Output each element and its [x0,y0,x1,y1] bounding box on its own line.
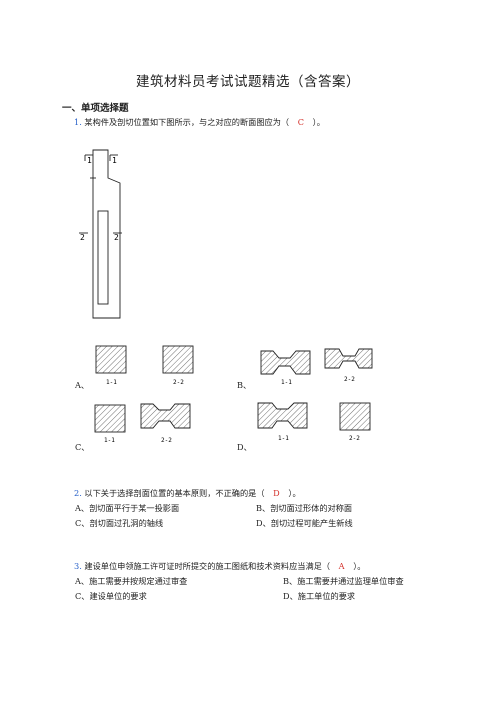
section-heading: 一、单项选择题 [62,103,129,114]
optC-label-2-2: 2-2 [161,437,172,444]
q3-option-d: D、施工单位的要求 [283,591,356,601]
cut-label-2-left: 2 [80,233,85,242]
answer-mark: C [297,117,304,127]
optB-label-2-2: 2-2 [344,376,355,383]
answer-mark: A [338,561,345,571]
optD-label-2-2: 2-2 [349,435,360,442]
optC-label-1-1: 1-1 [104,437,115,444]
q3-option-c: C、建设单位的要求 [75,591,147,601]
q1-option-a: A、 [75,380,90,390]
optB-section-1-1 [260,350,311,375]
optC-section-2-2 [140,403,191,429]
question-1: 1. 某构件及剖切位置如下图所示，与之对应的断面图应为（ C ）。 [74,116,325,128]
cut-label-2-right: 2 [114,233,119,242]
q3-option-a: A、施工需要并按规定通过审查 [75,576,188,586]
optD-label-1-1: 1-1 [278,435,289,442]
cut-markers [79,154,122,234]
optC-section-1-1 [94,404,126,433]
question-stem: 以下关于选择剖面位置的基本原则，不正确的是（ [84,488,265,498]
q3-option-b: B、施工需要并通过监理单位审查 [283,576,404,586]
q2-option-b: B、剖切面过形体的对称面 [256,503,353,513]
question-stem: 某构件及剖切位置如下图所示，与之对应的断面图应为（ [84,117,290,127]
question-3: 3. 建设单位申领施工许可证时所提交的施工图纸和技术资料应当满足（ A ）。 [74,560,365,572]
member-elevation [90,149,121,319]
answer-mark: D [273,488,280,498]
optB-section-2-2 [324,348,373,369]
question-stem-end: ）。 [288,488,301,498]
q2-option-d: D、剖切过程可能产生新线 [256,518,353,528]
q1-option-d: D、 [237,442,252,452]
optA-section-1-1 [95,345,127,374]
cut-label-1-right: 1 [112,156,117,165]
optD-section-1-1 [257,402,308,429]
question-number: 2. [74,488,82,498]
optA-label-1-1: 1-1 [106,379,117,386]
q2-option-c: C、剖切面过孔洞的轴线 [75,518,164,528]
question-stem-end: ）。 [353,561,366,571]
question-stem-end: ）。 [312,117,325,127]
optB-label-1-1: 1-1 [281,379,292,386]
cut-label-1-left: 1 [87,156,92,165]
optD-section-2-2 [339,402,371,431]
q2-option-a: A、剖切面平行于某一投影面 [75,503,180,513]
optA-label-2-2: 2-2 [173,379,184,386]
question-number: 1. [74,117,82,127]
question-stem: 建设单位申领施工许可证时所提交的施工图纸和技术资料应当满足（ [84,561,331,571]
q1-option-b: B、 [237,380,252,390]
q1-option-c: C、 [75,442,90,452]
question-number: 3. [74,561,82,571]
question-2: 2. 以下关于选择剖面位置的基本原则，不正确的是（ D ）。 [74,487,301,499]
optA-section-2-2 [162,345,194,374]
document-title: 建筑材料员考试试题精选（含答案） [136,74,360,90]
